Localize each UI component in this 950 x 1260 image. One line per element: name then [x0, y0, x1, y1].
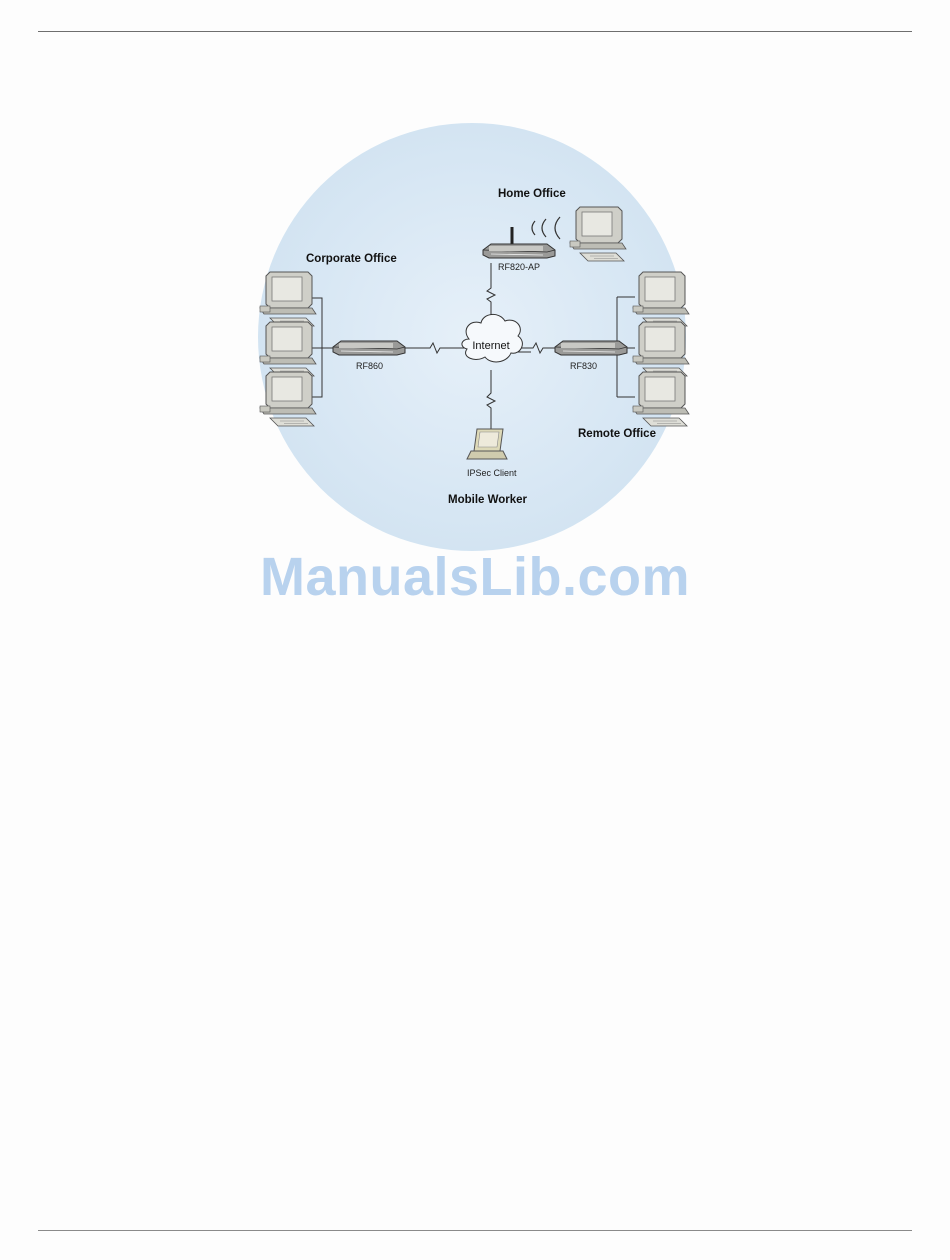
- mobile-worker-label: Mobile Worker: [448, 494, 528, 506]
- home-router-label: RF820-AP: [498, 262, 540, 272]
- corporate-router-icon: [333, 341, 405, 355]
- remote-router-icon: [555, 341, 627, 355]
- corporate-office-label: Corporate Office: [306, 253, 397, 265]
- watermark: ManualsLib.com: [0, 546, 950, 608]
- home-office-label: Home Office: [498, 188, 566, 200]
- corporate-router-label: RF860: [356, 361, 383, 371]
- remote-office-label: Remote Office: [578, 428, 656, 440]
- bottom-rule: [38, 1230, 912, 1231]
- mobile-client-label: IPSec Client: [467, 468, 517, 478]
- network-diagram: Internet Home Office Corporate Office Re…: [215, 115, 695, 575]
- remote-router-label: RF830: [570, 361, 597, 371]
- top-rule: [38, 31, 912, 32]
- internet-label: Internet: [472, 340, 509, 352]
